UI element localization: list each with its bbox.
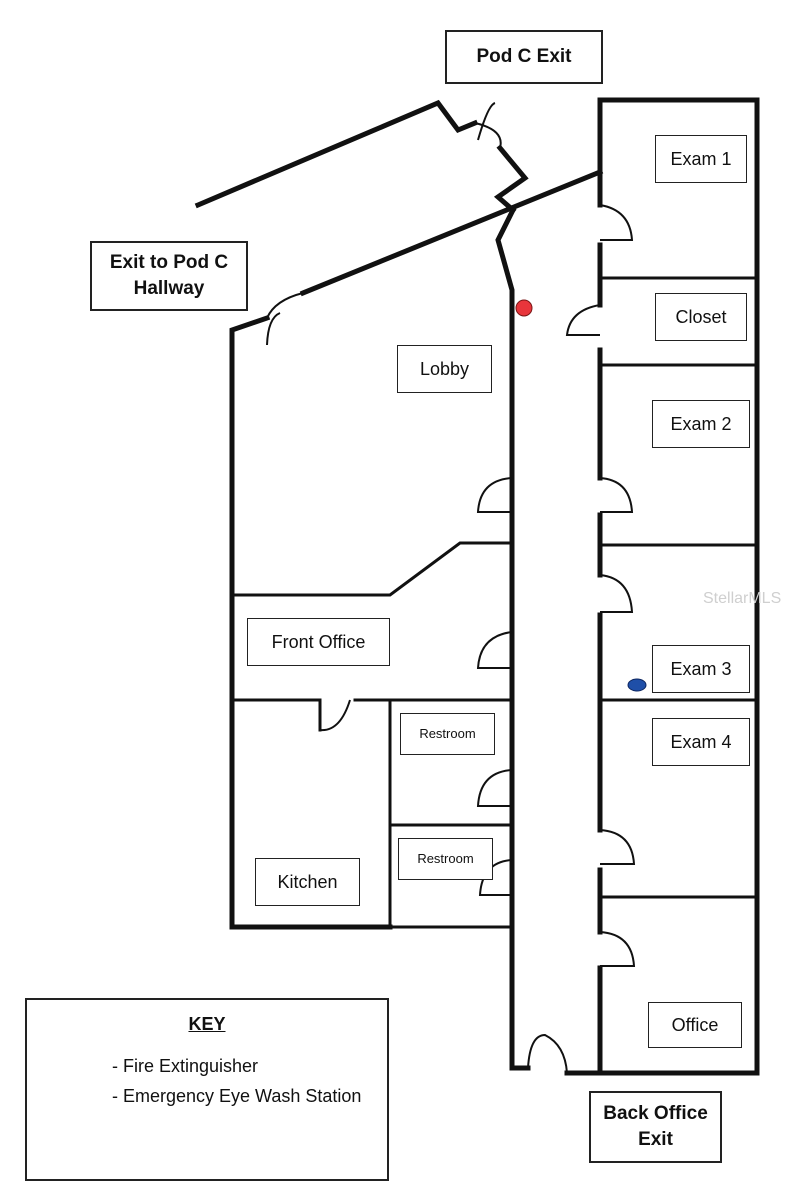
back-office-exit-text-line2: Exit — [638, 1129, 673, 1150]
office-text: Office — [671, 1014, 719, 1035]
pod-c-exit-label: Pod C Exit — [445, 30, 603, 84]
front-office-text: Front Office — [271, 631, 366, 652]
exit-to-pod-c-hallway-label: Exit to Pod C Hallway — [90, 241, 248, 311]
exam-4-label: Exam 4 — [652, 718, 750, 766]
kitchen-label: Kitchen — [255, 858, 360, 906]
lobby-label: Lobby — [397, 345, 492, 393]
lobby-text: Lobby — [419, 358, 470, 379]
watermark: StellarMLS — [703, 590, 782, 607]
fire-extinguisher-marker — [515, 299, 533, 317]
key-title: KEY — [188, 1014, 226, 1034]
exam-1-label: Exam 1 — [655, 135, 747, 183]
eye-wash-station-marker — [627, 678, 647, 692]
back-office-exit-text-line1: Back Office — [603, 1103, 708, 1125]
exam-4-text: Exam 4 — [670, 731, 732, 752]
restroom-2-text: Restroom — [417, 851, 474, 867]
exam-3-label: Exam 3 — [652, 645, 750, 693]
exit-to-pod-c-text-line2: Hallway — [133, 278, 205, 299]
kitchen-text: Kitchen — [277, 871, 338, 892]
back-office-exit-label: Back Office Exit — [589, 1091, 722, 1163]
key-legend: KEY - Fire Extinguisher - Emergency Eye … — [25, 998, 389, 1181]
closet-label: Closet — [655, 293, 747, 341]
restroom-1-label: Restroom — [400, 713, 495, 755]
restroom-2-label: Restroom — [398, 838, 493, 880]
exam-1-text: Exam 1 — [670, 148, 732, 169]
office-label: Office — [648, 1002, 742, 1048]
exit-to-pod-c-text-line1: Exit to Pod C — [109, 252, 229, 274]
walls — [194, 97, 760, 1076]
exam-2-text: Exam 2 — [670, 413, 732, 434]
exam-3-text: Exam 3 — [670, 658, 732, 679]
key-item-fire-extinguisher: - Fire Extinguisher — [112, 1056, 259, 1076]
key-item-eye-wash-station: - Emergency Eye Wash Station — [112, 1086, 362, 1106]
restroom-1-text: Restroom — [419, 726, 476, 742]
doors — [266, 102, 636, 1074]
exam-2-label: Exam 2 — [652, 400, 750, 448]
front-office-label: Front Office — [247, 618, 390, 666]
closet-text: Closet — [675, 306, 727, 327]
pod-c-exit-text: Pod C Exit — [476, 46, 572, 68]
